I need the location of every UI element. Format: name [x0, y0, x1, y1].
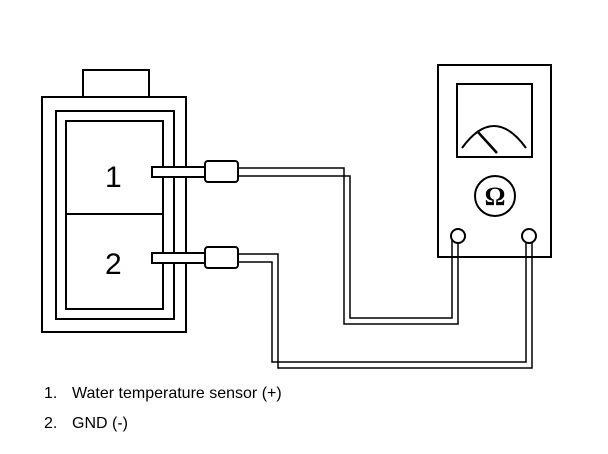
probe-1 [151, 160, 239, 183]
legend-number: 1. [44, 385, 58, 402]
legend-item: 1. Water temperature sensor (+) [44, 379, 282, 409]
legend: 1. Water temperature sensor (+) 2. GND (-) [44, 379, 282, 439]
terminal-v-ohm [521, 228, 537, 244]
connector-inner-housing [55, 110, 175, 320]
legend-text: GND (-) [72, 415, 128, 432]
probe-2-handle [204, 246, 239, 269]
legend-text: Water temperature sensor (+) [72, 385, 282, 402]
multimeter [437, 64, 552, 258]
meter-scale [461, 125, 527, 149]
legend-item: 2. GND (-) [44, 409, 282, 439]
probe-2 [151, 246, 239, 269]
legend-number: 2. [44, 415, 58, 432]
connector [41, 69, 187, 333]
terminal-com [450, 228, 466, 244]
wire-2 [238, 238, 533, 369]
connector-outer-housing [41, 96, 187, 333]
meter-needle [476, 130, 498, 154]
probe-2-pin [151, 252, 206, 264]
connector-top-tab [82, 69, 150, 98]
ohm-symbol: Ω [485, 182, 506, 211]
ohm-dial [474, 175, 516, 217]
multimeter-body [437, 64, 552, 258]
wire-1 [238, 167, 459, 325]
pin-label-2: 2 [105, 248, 122, 281]
probe-1-handle [204, 160, 239, 183]
pin-label-1: 1 [105, 161, 122, 194]
meter-display [456, 83, 533, 158]
probe-1-pin [151, 166, 206, 178]
